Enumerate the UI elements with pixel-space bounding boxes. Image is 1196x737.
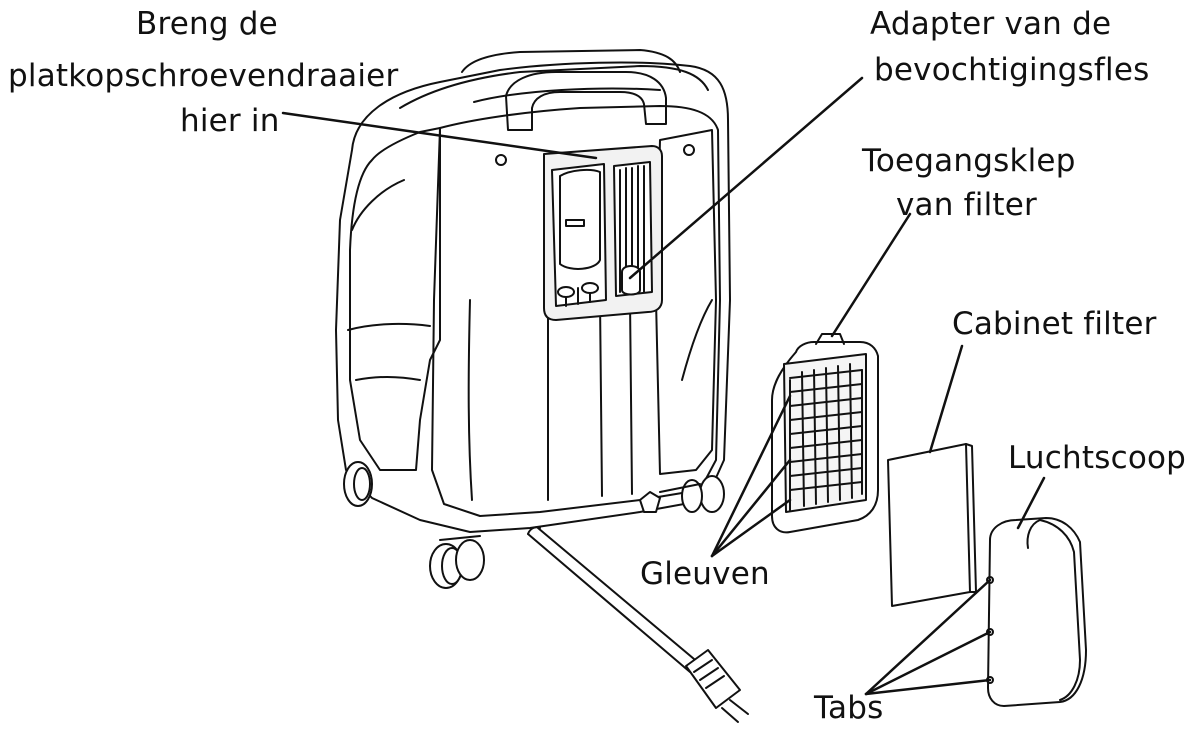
label-air-scoop: Luchtscoop <box>1008 440 1187 476</box>
carry-handle <box>505 71 667 131</box>
cabinet-filter <box>887 443 971 607</box>
leader-lines <box>281 76 1046 696</box>
label-filter-access-door-line-2: van filter <box>896 187 1037 223</box>
concentrator-unit <box>335 49 749 723</box>
air-scoop <box>986 517 1087 707</box>
label-slots: Gleuven <box>640 556 770 592</box>
label-cabinet-filter: Cabinet filter <box>952 306 1157 342</box>
power-plug <box>685 649 741 709</box>
filter-compartment <box>543 145 663 321</box>
label-screwdriver-line-3: hier in <box>180 103 280 139</box>
label-tabs: Tabs <box>814 690 884 726</box>
filter-access-door <box>771 333 879 534</box>
power-cord <box>527 526 749 723</box>
label-screwdriver-line-1: Breng de <box>136 6 278 42</box>
label-humidifier-adapter-line-1: Adapter van de <box>870 6 1112 42</box>
label-filter-access-door-line-1: Toegangsklep <box>862 143 1076 179</box>
label-humidifier-adapter-line-2: bevochtigingsfles <box>874 52 1150 88</box>
label-screwdriver-line-2: platkopschroevendraaier <box>8 58 399 94</box>
caster-wheels <box>343 461 725 589</box>
